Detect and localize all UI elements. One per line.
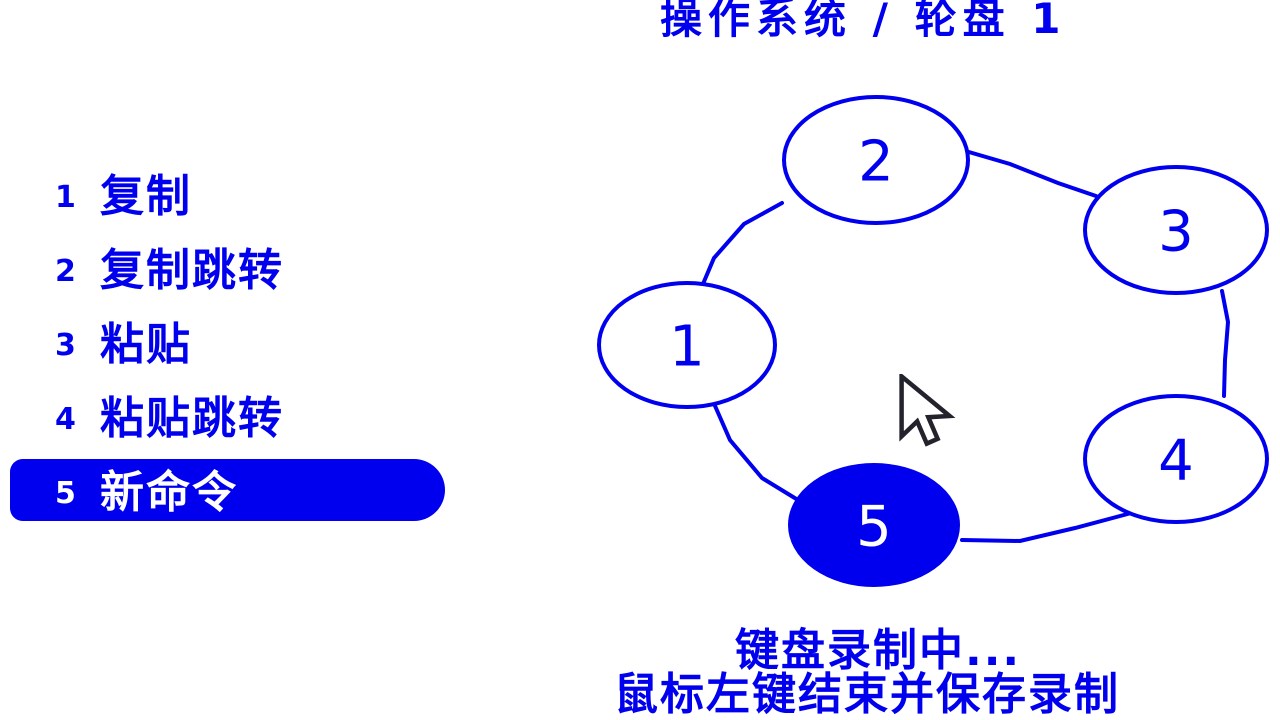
menu-item-index: 3 [55,327,76,363]
menu-item-label: 粘贴 [100,319,192,370]
wheel-edge-3-4 [1220,289,1231,398]
menu-item-index: 1 [55,179,76,215]
menu-item-highlight [10,459,445,521]
wheel-node-5[interactable]: 5 [788,463,960,587]
status-hint-text: 鼠标左键结束并保存录制 [614,669,1120,720]
wheel-node-4[interactable]: 4 [1083,394,1269,524]
menu-item-5[interactable]: 5 新命令 [0,456,470,530]
menu-item-label: 复制 [100,171,192,222]
wheel-node-label: 5 [856,495,892,560]
wheel-node-label: 3 [1158,200,1194,265]
menu-item-4[interactable]: 4 粘贴跳转 [0,382,470,456]
menu-item-index: 4 [55,401,76,437]
wheel-node-label: 2 [858,130,894,195]
wheel-node-layer: 1 2 3 4 5 [597,95,1269,587]
menu-item-label: 新命令 [100,467,238,518]
menu-item-2[interactable]: 2 复制跳转 [0,234,470,308]
command-menu-list: 1 复制 2 复制跳转 3 粘贴 4 粘贴跳转 5 新命令 [0,160,470,530]
menu-item-1[interactable]: 1 复制 [0,160,470,234]
wheel-node-shape [788,463,960,587]
wheel-edge-2-3 [960,148,1098,198]
wheel-node-shape [1083,165,1269,295]
wheel-node-shape [782,95,970,225]
arrow-pointer-icon [899,374,956,447]
wheel-edge-1-2 [698,201,784,293]
wheel-node-2[interactable]: 2 [782,95,970,225]
page-title: 操作系统 / 轮盘 1 [660,0,1067,43]
wheel-node-shape [1083,394,1269,524]
wheel-edge-layer [698,148,1231,544]
menu-item-index: 2 [55,253,76,289]
menu-item-label: 粘贴跳转 [100,393,284,444]
menu-item-label: 复制跳转 [100,245,284,296]
menu-item-3[interactable]: 3 粘贴 [0,308,470,382]
wheel-node-3[interactable]: 3 [1083,165,1269,295]
wheel-node-shape [597,281,777,409]
menu-item-index: 5 [55,475,76,511]
wheel-node-1[interactable]: 1 [597,281,777,409]
wheel-edge-4-5 [960,510,1137,544]
wheel-node-label: 4 [1158,429,1194,494]
status-recording-text: 键盘录制中... [735,625,1022,676]
wheel-node-label: 1 [669,315,705,380]
wheel-edge-5-1 [710,397,800,502]
